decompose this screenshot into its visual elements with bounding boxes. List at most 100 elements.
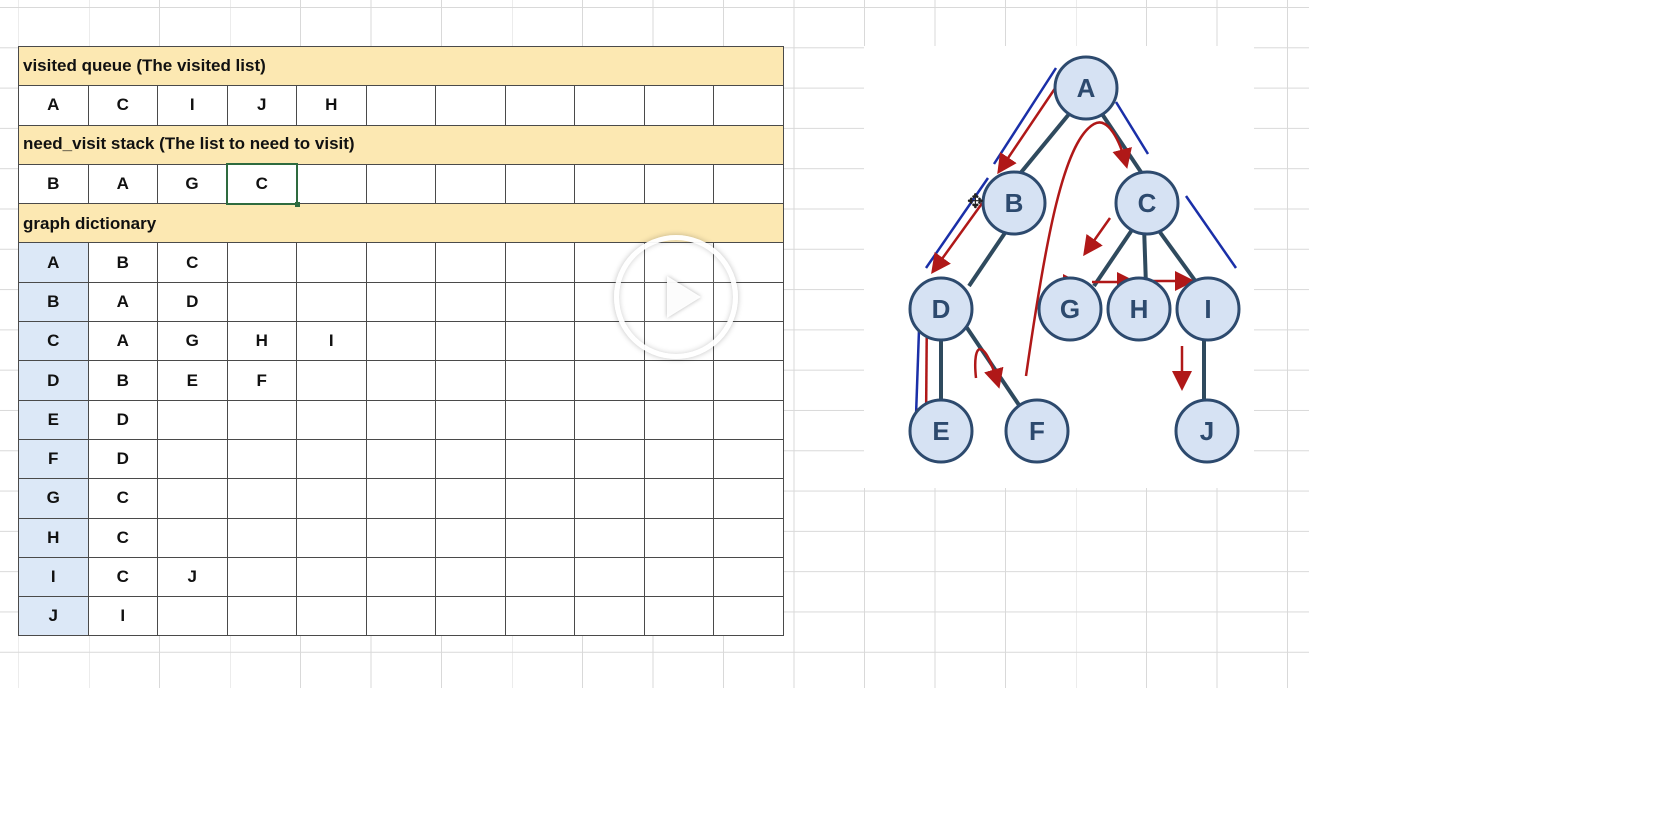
- graph-value-cell[interactable]: C: [87, 517, 158, 558]
- graph-value-cell[interactable]: [365, 242, 436, 283]
- graph-value-cell[interactable]: [643, 360, 714, 401]
- graph-value-cell[interactable]: [296, 556, 367, 598]
- graph-value-cell[interactable]: [435, 399, 506, 440]
- graph-value-cell[interactable]: [226, 517, 297, 558]
- graph-key-cell[interactable]: H: [18, 517, 89, 558]
- need-visit-cell[interactable]: [296, 163, 367, 205]
- graph-value-cell[interactable]: D: [157, 281, 228, 323]
- graph-value-cell[interactable]: [226, 438, 297, 480]
- graph-value-cell[interactable]: H: [226, 321, 297, 362]
- graph-value-cell[interactable]: E: [157, 360, 228, 401]
- graph-value-cell[interactable]: [643, 517, 714, 558]
- graph-value-cell[interactable]: A: [87, 281, 158, 323]
- graph-value-cell[interactable]: [365, 399, 436, 440]
- graph-value-cell[interactable]: [713, 478, 784, 519]
- graph-value-cell[interactable]: [504, 399, 575, 440]
- graph-value-cell[interactable]: [365, 438, 436, 480]
- graph-value-cell[interactable]: [435, 517, 506, 558]
- need-visit-cell[interactable]: A: [87, 163, 158, 205]
- graph-value-cell[interactable]: [574, 556, 645, 598]
- graph-key-cell[interactable]: F: [18, 438, 89, 480]
- visited-cell[interactable]: I: [157, 85, 228, 126]
- graph-value-cell[interactable]: [643, 556, 714, 598]
- visited-cell[interactable]: [365, 85, 436, 126]
- graph-value-cell[interactable]: [574, 438, 645, 480]
- graph-value-cell[interactable]: [574, 399, 645, 440]
- graph-key-cell[interactable]: G: [18, 478, 89, 519]
- need-visit-stack-title[interactable]: need_visit stack (The list to need to vi…: [18, 124, 784, 165]
- graph-value-cell[interactable]: [365, 281, 436, 323]
- graph-value-cell[interactable]: [226, 242, 297, 283]
- graph-value-cell[interactable]: [296, 596, 367, 637]
- need-visit-cell[interactable]: [643, 163, 714, 205]
- graph-value-cell[interactable]: [435, 281, 506, 323]
- graph-value-cell[interactable]: [226, 556, 297, 598]
- need-visit-cell[interactable]: [713, 163, 784, 205]
- graph-value-cell[interactable]: [365, 556, 436, 598]
- graph-value-cell[interactable]: [504, 478, 575, 519]
- graph-value-cell[interactable]: [713, 399, 784, 440]
- graph-value-cell[interactable]: I: [87, 596, 158, 637]
- graph-value-cell[interactable]: [504, 438, 575, 480]
- visited-cell[interactable]: [574, 85, 645, 126]
- visited-cell[interactable]: [713, 85, 784, 126]
- visited-cell[interactable]: [504, 85, 575, 126]
- visited-cell[interactable]: [643, 85, 714, 126]
- graph-value-cell[interactable]: [296, 517, 367, 558]
- graph-value-cell[interactable]: [713, 438, 784, 480]
- need-visit-cell[interactable]: B: [18, 163, 89, 205]
- visited-cell[interactable]: [435, 85, 506, 126]
- graph-value-cell[interactable]: C: [87, 478, 158, 519]
- graph-value-cell[interactable]: [574, 596, 645, 637]
- graph-value-cell[interactable]: [504, 321, 575, 362]
- graph-value-cell[interactable]: [435, 321, 506, 362]
- need-visit-cell[interactable]: G: [157, 163, 228, 205]
- graph-value-cell[interactable]: [296, 281, 367, 323]
- graph-value-cell[interactable]: F: [226, 360, 297, 401]
- graph-value-cell[interactable]: C: [157, 242, 228, 283]
- graph-value-cell[interactable]: [157, 596, 228, 637]
- graph-value-cell[interactable]: [435, 438, 506, 480]
- graph-value-cell[interactable]: [157, 517, 228, 558]
- visited-cell[interactable]: C: [87, 85, 158, 126]
- graph-value-cell[interactable]: [296, 478, 367, 519]
- graph-value-cell[interactable]: [226, 281, 297, 323]
- graph-key-cell[interactable]: I: [18, 556, 89, 598]
- graph-value-cell[interactable]: [296, 360, 367, 401]
- graph-value-cell[interactable]: [296, 438, 367, 480]
- graph-value-cell[interactable]: [435, 556, 506, 598]
- need-visit-cell[interactable]: [504, 163, 575, 205]
- graph-value-cell[interactable]: [365, 360, 436, 401]
- graph-value-cell[interactable]: [226, 596, 297, 637]
- graph-value-cell[interactable]: [643, 438, 714, 480]
- visited-queue-title[interactable]: visited queue (The visited list): [18, 45, 784, 87]
- play-button[interactable]: [614, 235, 738, 359]
- graph-key-cell[interactable]: A: [18, 242, 89, 283]
- need-visit-cell[interactable]: [435, 163, 506, 205]
- graph-value-cell[interactable]: [157, 478, 228, 519]
- graph-value-cell[interactable]: [643, 399, 714, 440]
- need-visit-cell-selected[interactable]: C: [226, 163, 300, 209]
- graph-value-cell[interactable]: [504, 556, 575, 598]
- graph-value-cell[interactable]: [435, 478, 506, 519]
- graph-value-cell[interactable]: [226, 478, 297, 519]
- graph-key-cell[interactable]: D: [18, 360, 89, 401]
- graph-value-cell[interactable]: [226, 399, 297, 440]
- graph-value-cell[interactable]: [713, 360, 784, 401]
- graph-value-cell[interactable]: [296, 242, 367, 283]
- graph-value-cell[interactable]: B: [87, 360, 158, 401]
- graph-value-cell[interactable]: [713, 596, 784, 637]
- need-visit-cell[interactable]: [574, 163, 645, 205]
- visited-cell[interactable]: A: [18, 85, 89, 126]
- graph-value-cell[interactable]: D: [87, 399, 158, 440]
- graph-value-cell[interactable]: [713, 517, 784, 558]
- graph-value-cell[interactable]: [504, 281, 575, 323]
- graph-value-cell[interactable]: [713, 556, 784, 598]
- visited-cell[interactable]: J: [226, 85, 297, 126]
- graph-value-cell[interactable]: B: [87, 242, 158, 283]
- graph-value-cell[interactable]: [504, 596, 575, 637]
- graph-value-cell[interactable]: [296, 399, 367, 440]
- graph-value-cell[interactable]: D: [87, 438, 158, 480]
- graph-value-cell[interactable]: I: [296, 321, 367, 362]
- graph-value-cell[interactable]: [157, 438, 228, 480]
